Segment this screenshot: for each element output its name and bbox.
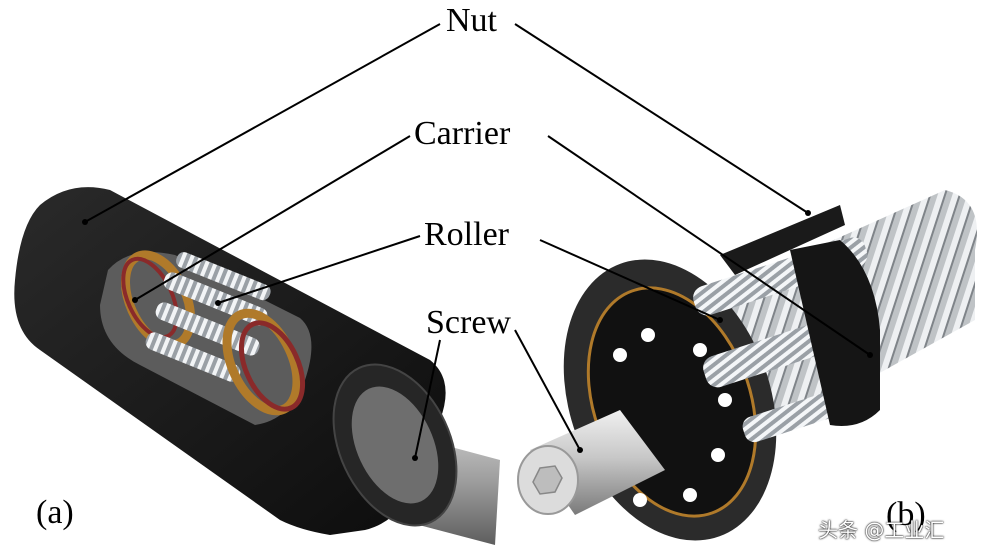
leader-dot-screw-left [412,455,418,461]
leader-carrier-left [134,135,411,301]
roller-b-3 [742,388,851,443]
leader-dot-roller-left [215,300,221,306]
panel-a-assembly [14,187,500,545]
roller-a-4 [176,252,271,301]
leader-nut-right [514,23,809,214]
leader-lines [84,23,871,459]
leader-dot-carrier-left [132,297,138,303]
roller-a-2 [155,302,260,356]
leader-dot-carrier-right [867,352,873,358]
watermark: 头条 @工业汇 [818,518,945,542]
nut-bore-a [351,386,439,504]
label-roller: Roller [424,216,509,253]
cutaway-window-a [100,252,312,425]
leader-roller-right [539,239,721,321]
hex-socket-b [532,465,563,495]
label-carrier: Carrier [414,115,511,152]
leader-dot-nut-left [82,219,88,225]
leader-screw-right [514,329,581,451]
leader-screw-left [414,339,441,459]
leader-carrier-right [547,135,871,356]
seal-ring-a-2 [238,320,306,412]
carrier-holes-b [613,328,732,507]
leader-nut-left [84,23,441,223]
label-nut: Nut [446,2,497,39]
leader-dot-nut-right [805,210,811,216]
panel-b-label: (b) [886,496,926,533]
nut-shell-b [720,205,845,275]
leader-dots [82,210,873,461]
panel-b-assembly [517,190,977,541]
roller-a-3 [145,332,241,382]
label-screw: Screw [426,304,511,341]
nut-shell-rear-b [790,240,880,426]
panel-a-label: (a) [36,494,74,531]
leader-roller-left [217,235,421,304]
leader-dot-screw-right [577,447,583,453]
leader-dot-roller-right [717,317,723,323]
